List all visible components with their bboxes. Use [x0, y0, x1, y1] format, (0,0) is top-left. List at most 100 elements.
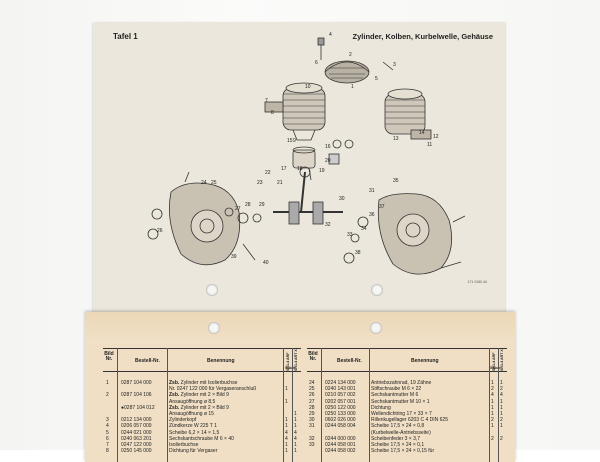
cell-benennung: Antriebszahnrad, 19 Zähne	[371, 380, 432, 386]
cell-qty-b: 1	[500, 423, 503, 430]
cell-qty-b: 2	[500, 386, 503, 393]
callout-number: 19	[319, 168, 325, 174]
cell-qty-b: 4	[294, 429, 297, 436]
cell-benennung: Ansaugöffnung ø 8,5	[169, 398, 216, 405]
cell-bestell-nr: 0287 104 106	[121, 392, 152, 399]
cell-bild-nr: 30	[309, 417, 315, 424]
callout-number: 9	[293, 138, 296, 144]
cell-bild-nr: 25	[309, 386, 315, 393]
cell-benennung: Scheibe 6,2 × 14 × 1,5	[169, 429, 220, 436]
callout-number: 23	[257, 180, 263, 186]
callout-number: 38	[355, 250, 361, 256]
callout-number: 4	[329, 32, 332, 38]
cell-benennung: Scheibe 17,5 × 24 × 0,15 für	[371, 448, 435, 455]
cell-benennung: Sechskantmutter M 10 × 1	[371, 398, 430, 405]
crankshaft-illustration	[273, 166, 343, 225]
column-divider	[283, 348, 284, 462]
column-divider	[292, 348, 293, 462]
cell-qty-a: 1	[491, 411, 494, 417]
cell-qty-a: 2	[491, 417, 494, 424]
cell-bestell-nr: 0602 026 000	[325, 417, 356, 424]
binder-hole-3	[208, 322, 220, 334]
cell-bestell-nr: 0206 057 009	[121, 423, 152, 430]
callout-number: 36	[369, 212, 375, 218]
cell-benennung: Sechskantschraube M 6 × 40	[169, 435, 234, 442]
parts-table-left: Bild Nr. Bestell-Nr. Benennung SR1-4 ARF…	[103, 342, 301, 462]
cell-bestell-nr: 0247 122 000	[121, 442, 152, 448]
callout-number: 22	[265, 170, 271, 176]
callout-number: 33	[347, 232, 353, 238]
cell-benennung: Stiftschraube M 6 × 22	[371, 386, 422, 393]
header-bild-nr: Bild Nr.	[104, 351, 114, 362]
cell-qty-a: 4	[285, 435, 288, 442]
cell-benennung: Ansaugöffnung ø 15	[169, 411, 214, 417]
cell-bestell-nr: 0250 122 000	[325, 404, 356, 411]
callout-number: 34	[361, 226, 367, 232]
cell-benennung: Scheibe 17,5 × 24 × 0,1	[371, 442, 425, 448]
callout-number: 27	[235, 206, 241, 212]
cell-bild-nr: 32	[309, 435, 315, 442]
cell-bestell-nr: 0244 058 001	[325, 442, 356, 448]
cell-qty-a: 1	[285, 398, 288, 405]
binder-hole-4	[370, 322, 382, 334]
cell-bild-nr: 3	[106, 417, 109, 424]
cell-benennung: Nr. 0247 122 000 für Vergaseranschluß	[169, 386, 257, 393]
cell-qty-b: 1	[294, 411, 297, 417]
callout-number: 8	[271, 110, 274, 116]
callout-number: 30	[339, 196, 345, 202]
crankcase-right-illustration	[343, 193, 466, 275]
header-stueck: Stück	[490, 366, 501, 370]
callout-number: 3	[393, 62, 396, 68]
cell-benennung: Scheibenfeder 3 × 3,7	[371, 435, 421, 442]
callout-number: 35	[393, 178, 399, 184]
cell-qty-a: 1	[491, 404, 494, 411]
callout-number: 5	[375, 76, 378, 82]
callout-number: 7	[265, 98, 268, 104]
callout-number: 11	[427, 142, 432, 148]
cell-bestell-nr: 0210 057 002	[325, 392, 356, 399]
cell-qty-b: 1	[500, 411, 503, 417]
callout-number: 29	[259, 202, 265, 208]
cell-qty-a: 4	[491, 392, 494, 399]
header-benennung: Benennung	[411, 358, 439, 364]
callout-number: 39	[231, 254, 237, 260]
cell-qty-a: 1	[285, 442, 288, 448]
cell-qty-a: 1	[285, 423, 288, 430]
callout-number: 37	[379, 204, 385, 210]
plate-title: Zylinder, Kolben, Kurbelwelle, Gehäuse	[352, 32, 493, 41]
cell-qty-b: 4	[500, 392, 503, 399]
header-bestell-nr: Bestell-Nr.	[135, 358, 160, 364]
cell-bestell-nr: 0202 057 001	[325, 398, 356, 405]
cell-qty-b: 1	[294, 442, 297, 448]
parts-table-right: Bild Nr. Bestell-Nr. Benennung SR1-4 ARF…	[307, 342, 507, 462]
cell-qty-b: 1	[294, 423, 297, 430]
cell-benennung: Isolierbuchse	[169, 442, 199, 448]
callout-number: 2	[349, 52, 352, 58]
cell-benennung: Zsb. Zylinder mit 2 × Bild 9	[169, 404, 229, 411]
cell-qty-b: 2	[500, 417, 503, 424]
cell-benennung: Dichtung für Vergaser	[169, 448, 218, 455]
column-divider	[167, 348, 168, 462]
cell-qty-a: 1	[285, 448, 288, 455]
callout-number: 28	[245, 202, 251, 208]
cell-bild-nr: 4	[106, 423, 109, 430]
cell-benennung: Dichtung	[371, 404, 391, 411]
table-header: Bild Nr. Bestell-Nr. Benennung SR1-4 ARF…	[307, 348, 507, 372]
cell-benennung: Rillenkugellager 6203 C 4 DIN 625	[371, 417, 448, 424]
exploded-parts-diagram: 1234567891011121314151617181920212223242…	[147, 32, 466, 275]
cell-bild-nr: 7	[106, 442, 109, 448]
callout-number: 20	[325, 158, 331, 164]
cell-bestell-nr: 0287 104 000	[121, 380, 152, 386]
cell-bild-nr: 26	[309, 392, 315, 399]
cell-benennung: Zsb. Zylinder mit Isolierbuchse	[169, 380, 238, 386]
cell-benennung: Scheibe 17,5 × 24 × 0,8	[371, 423, 425, 430]
callout-number: 12	[433, 134, 439, 140]
cell-qty-b: 1	[294, 417, 297, 424]
cell-benennung: Zündkerze W 225 T 1	[169, 423, 217, 430]
cell-benennung: Wellendichtring 17 × 33 × 7	[371, 411, 432, 417]
callout-number: 40	[263, 260, 269, 266]
cell-bestell-nr: 0244 021 000	[121, 429, 152, 436]
cell-bestell-nr: 0240 143 001	[325, 386, 356, 393]
plate-label: Tafel 1	[113, 32, 138, 41]
header-stueck: Stück	[285, 366, 296, 370]
